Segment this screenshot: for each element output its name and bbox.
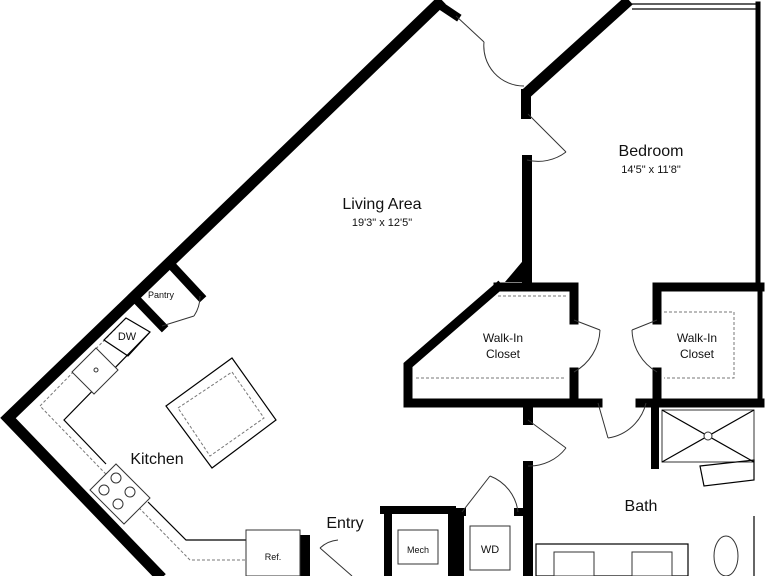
- sink-icon: [71, 347, 119, 395]
- walk-in-closet-right-sublabel: Closet: [680, 347, 715, 361]
- bedroom-label: Bedroom: [619, 143, 684, 160]
- living-area-label: Living Area: [342, 196, 421, 213]
- kitchen-fixtures: [39, 317, 301, 576]
- shower-icon: [661, 409, 755, 463]
- entry-label: Entry: [326, 515, 363, 532]
- mechanical-label: Mech: [407, 545, 429, 555]
- kitchen-label: Kitchen: [130, 451, 183, 468]
- interior-walls: [130, 89, 765, 576]
- bedroom-dimensions: 14'5" x 11'8": [621, 164, 681, 176]
- toilet-icon: [713, 535, 739, 576]
- walk-in-closet-left-sublabel: Closet: [486, 347, 521, 361]
- pantry-label: Pantry: [148, 290, 175, 300]
- sink-icon: [553, 551, 595, 576]
- refrigerator: [245, 529, 301, 576]
- dishwasher-label: DW: [118, 331, 137, 343]
- room-labels: Living Area 19'3" x 12'5" Bedroom 14'5" …: [118, 143, 717, 562]
- kitchen-island: [165, 357, 277, 469]
- living-area-dimensions: 19'3" x 12'5": [352, 217, 412, 229]
- refrigerator-label: Ref.: [265, 552, 282, 562]
- bath-fixtures: [535, 409, 755, 576]
- sink-icon: [631, 551, 673, 576]
- bath-label: Bath: [625, 498, 658, 515]
- washer-dryer-label: WD: [481, 544, 499, 556]
- closet-fixtures: [416, 295, 735, 379]
- dishwasher: [103, 317, 151, 357]
- walk-in-closet-right-label: Walk-In: [677, 331, 717, 345]
- range-icon: [89, 463, 151, 525]
- doors: [161, 15, 658, 576]
- walk-in-closet-left-label: Walk-In: [483, 331, 523, 345]
- utility-fixtures: [397, 525, 511, 571]
